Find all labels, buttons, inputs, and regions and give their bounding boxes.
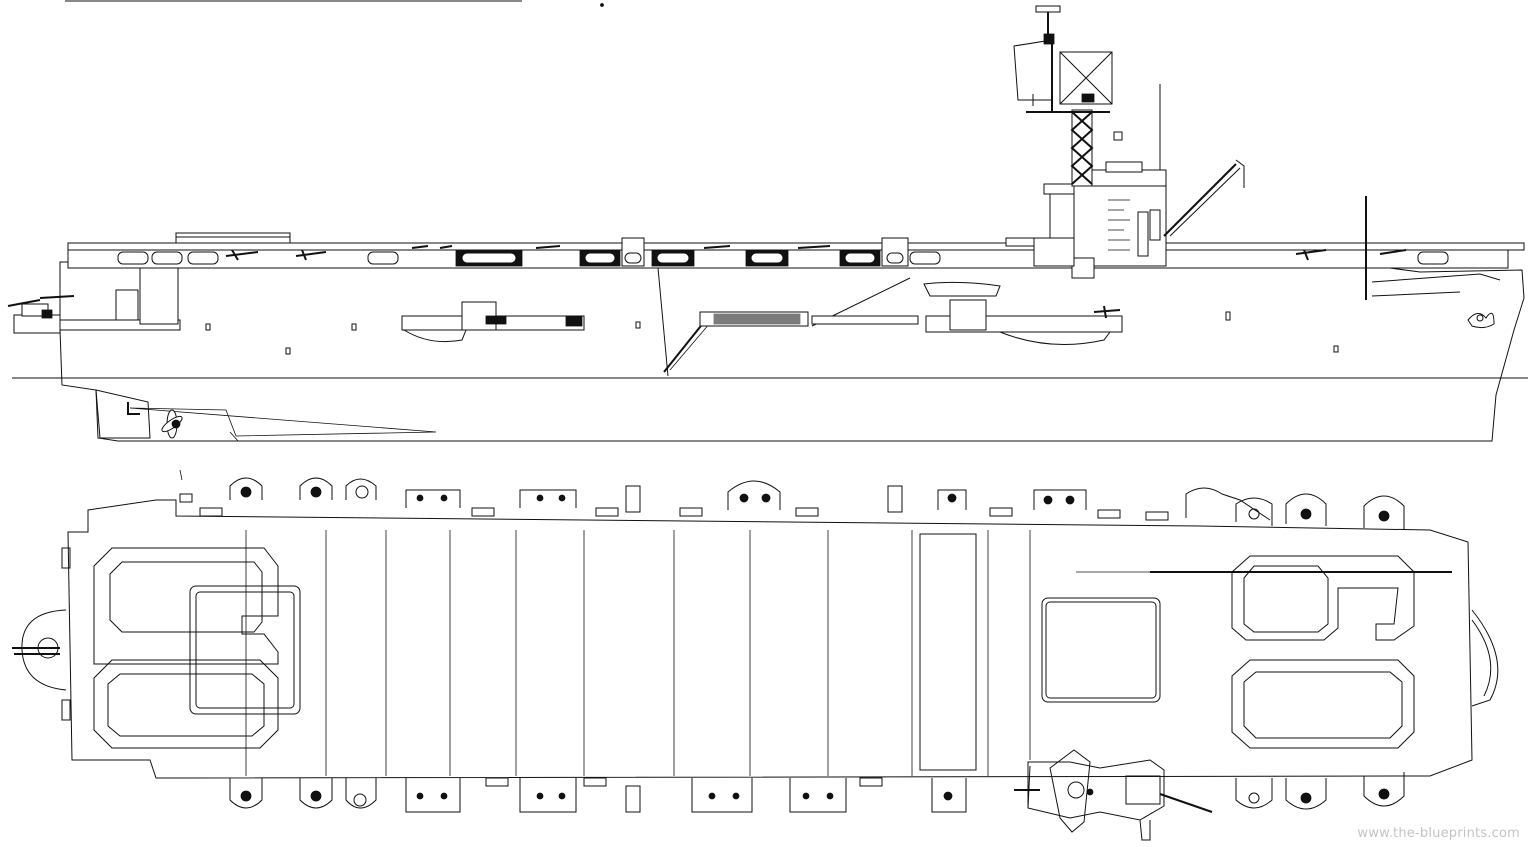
rudder-post: [127, 402, 140, 415]
hull-outline: [59, 261, 1525, 442]
stern-deckhouse: [115, 289, 139, 321]
hangar-frame-line: [657, 267, 669, 377]
propeller-shaft-skeg: [129, 407, 437, 437]
portholes: [205, 311, 1339, 355]
keel-line: [229, 431, 239, 442]
boat-aft: [403, 329, 467, 343]
deck-crane-icon: [1163, 159, 1245, 237]
radar-antenna-icon: [1059, 51, 1113, 105]
stern-gun-mount-icon: [7, 295, 75, 334]
gallery-gun-icons: [225, 245, 1407, 261]
mast-top-antenna-icon: [1035, 5, 1061, 45]
flight-deck-outline: [67, 499, 1473, 779]
propeller-icon: [161, 409, 183, 439]
bow-sheer-line: [1371, 291, 1461, 297]
island-plan-view: [1014, 749, 1213, 841]
bow-knuckle: [1371, 273, 1501, 283]
boat-fwd: [999, 331, 1111, 345]
starboard-gun-sponsons: [179, 477, 1405, 530]
lattice-mast: [1013, 39, 1110, 187]
forward-elevator: [1041, 597, 1161, 703]
bow-round-down: [1471, 609, 1499, 707]
sponson-gun-icon: [1093, 305, 1121, 319]
boat-deck-house: [949, 299, 987, 331]
watermark-text: www.the-blueprints.com: [1357, 826, 1520, 841]
aft-elevator-support: [139, 267, 179, 325]
aft-deck-structure: [175, 232, 291, 244]
boat-upper: [923, 281, 1001, 297]
stern-sponson-gun-icon: [12, 609, 67, 691]
side-profile-view: [7, 5, 1528, 442]
top-marker-dot: [600, 3, 604, 7]
signal-lamp: [1113, 131, 1123, 141]
flight-deck-edge: [67, 242, 1525, 251]
rudder: [95, 389, 151, 439]
walkway: [811, 315, 919, 325]
bow-elevator-marks: [1231, 555, 1415, 749]
plan-tick: [179, 469, 183, 481]
aft-elevator: [93, 547, 301, 749]
port-gun-sponsons: [229, 772, 1405, 813]
gallery-openings: [117, 237, 1449, 267]
bow-emblem-icon: [1467, 312, 1495, 329]
island-superstructure: [1005, 161, 1167, 279]
flight-deck-plan-view: [12, 469, 1499, 841]
deck-seams: [245, 530, 1031, 776]
